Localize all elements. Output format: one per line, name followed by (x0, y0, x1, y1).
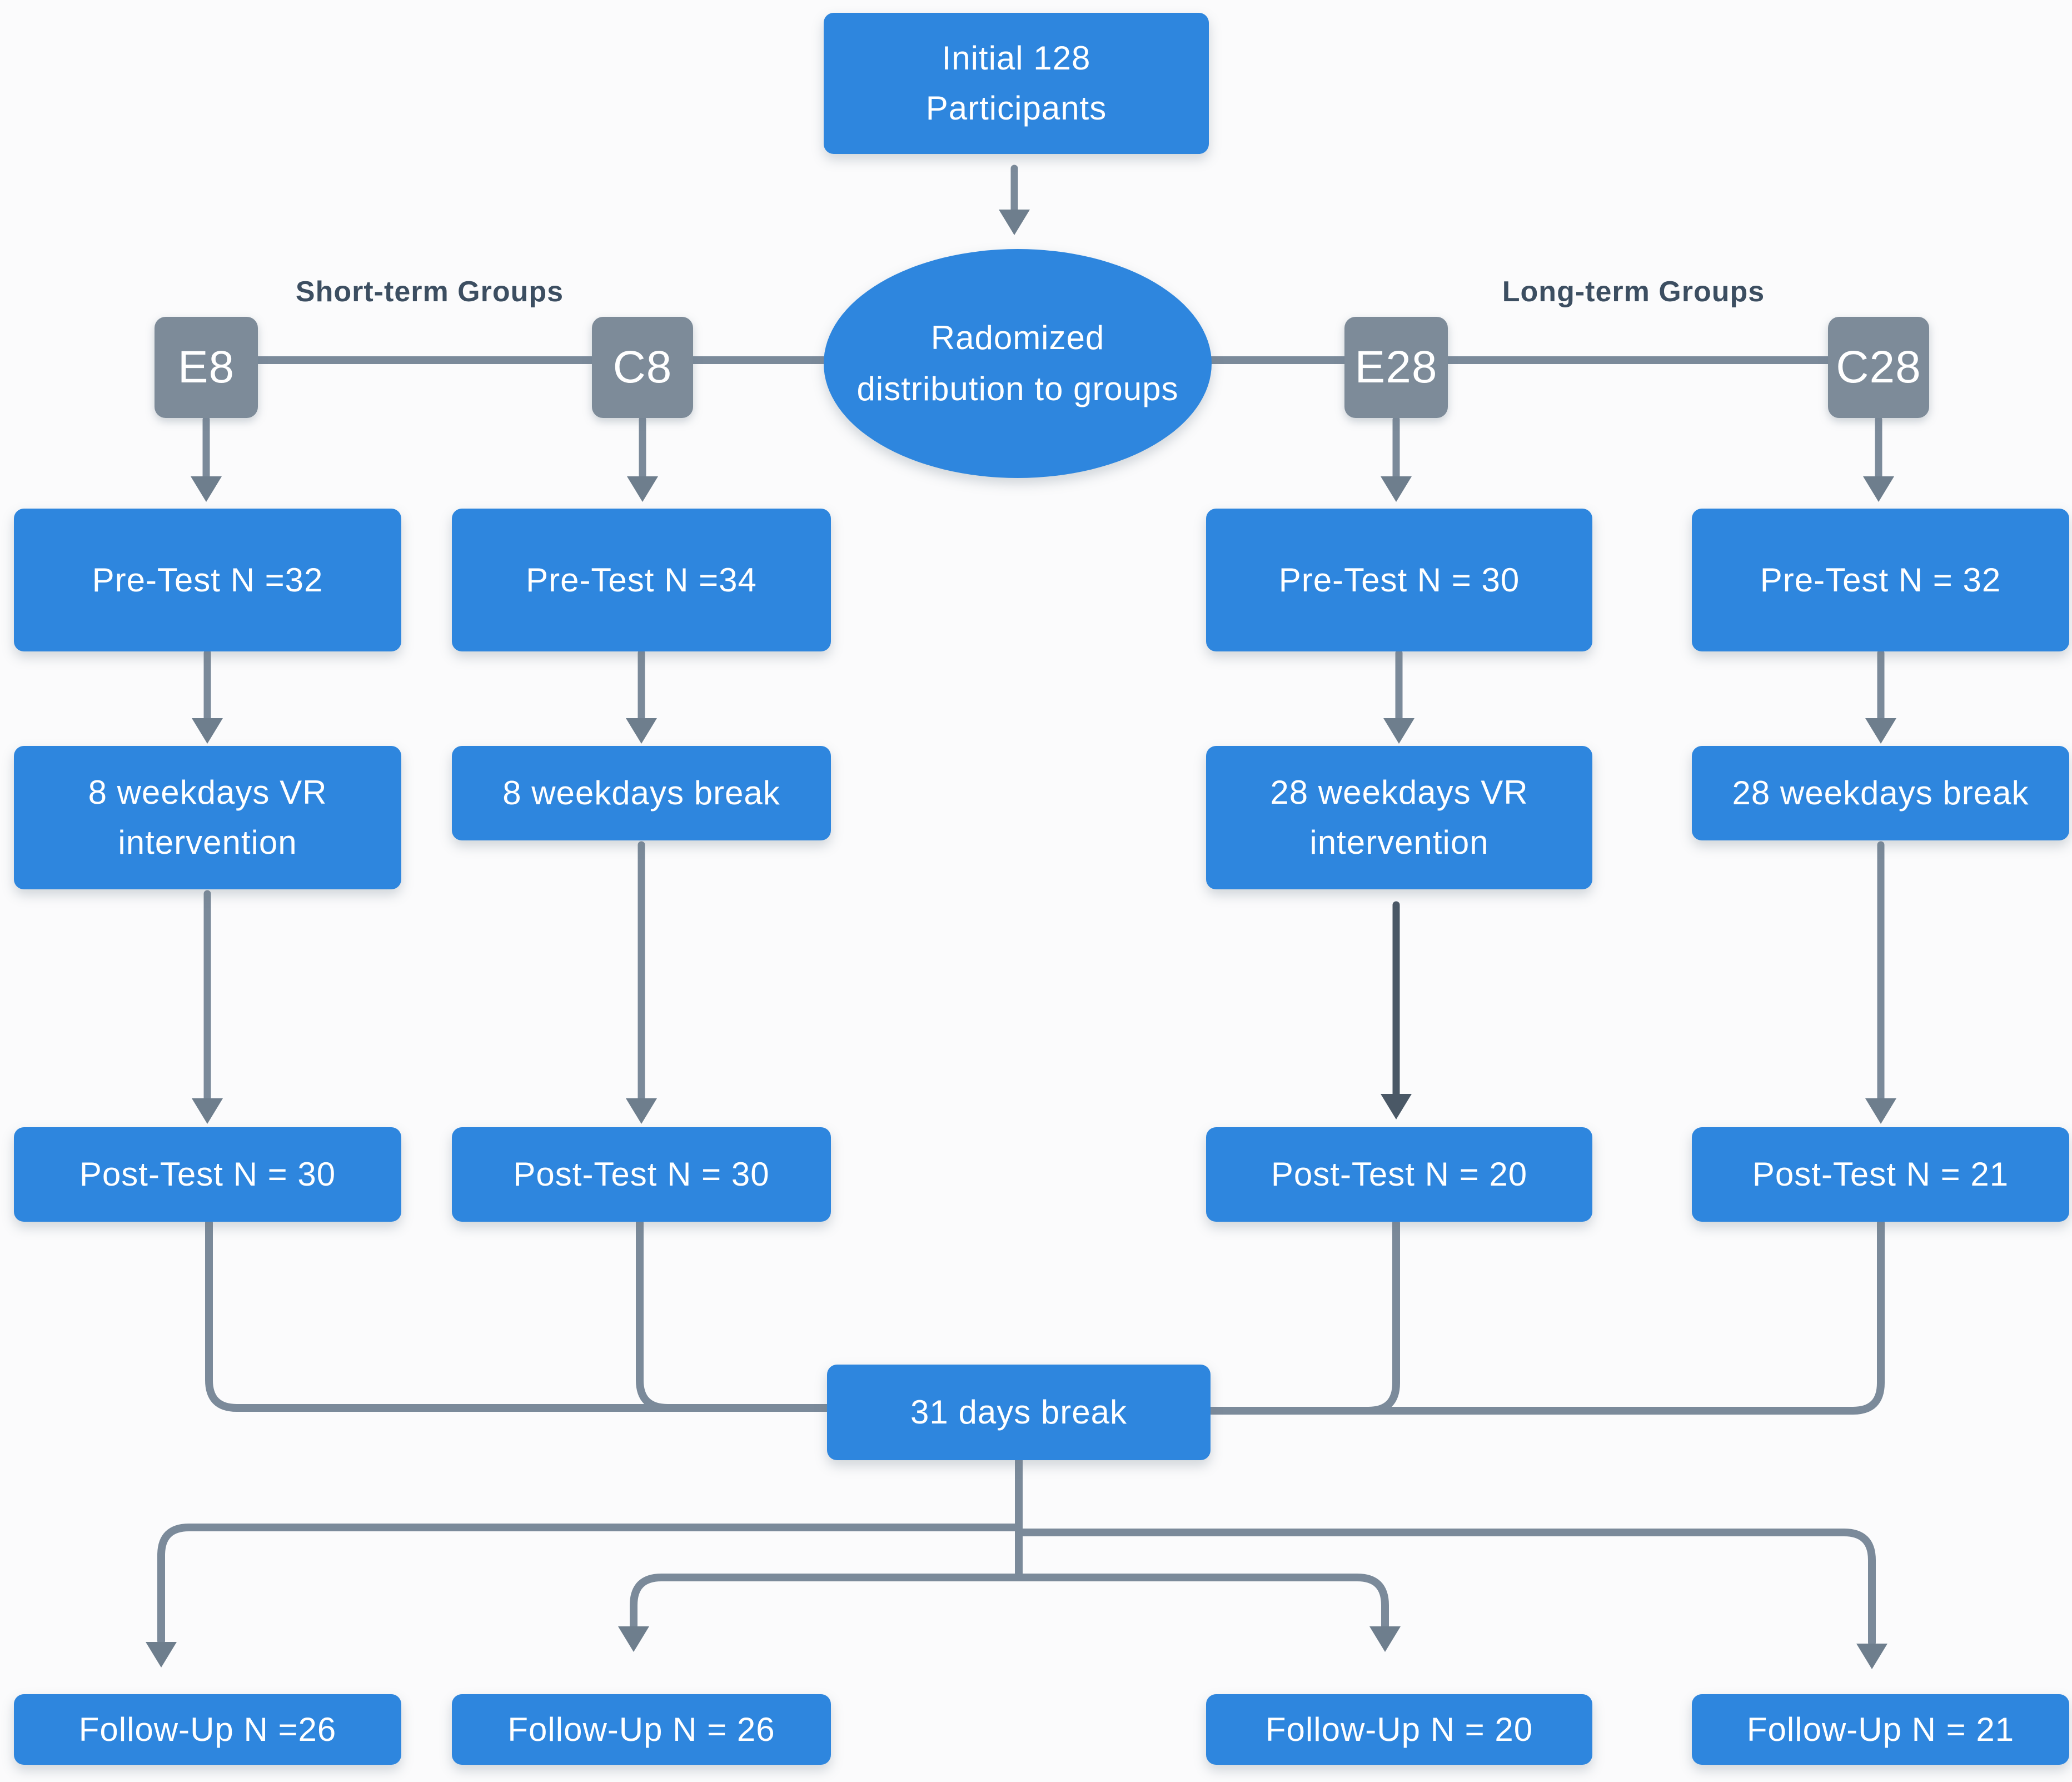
arrowhead-icon (1383, 718, 1414, 744)
split-outer-right (1015, 1529, 1876, 1646)
node-intervention-e28: 28 weekdays VR intervention (1206, 746, 1592, 889)
arrowhead-icon (146, 1642, 177, 1667)
group-square-c8: C8 (592, 317, 693, 418)
node-post-test-c8: Post-Test N = 30 (452, 1127, 831, 1222)
node-initial-participants: Initial 128 Participants (824, 13, 1209, 154)
node-follow-up-c28: Follow-Up N = 21 (1692, 1694, 2069, 1765)
node-post-test-e28: Post-Test N = 20 (1206, 1127, 1592, 1222)
arrowhead-icon (1381, 476, 1412, 502)
node-pre-test-c8: Pre-Test N =34 (452, 509, 831, 651)
intervention-e28-line2: intervention (1309, 824, 1489, 861)
node-pre-test-c28: Pre-Test N = 32 (1692, 509, 2069, 651)
arrowhead-icon (1865, 718, 1896, 744)
arrowhead-icon (626, 1098, 657, 1124)
arrowhead-icon (1856, 1644, 1887, 1669)
group-square-e8: E8 (155, 317, 258, 418)
intervention-e8-line1: 8 weekdays VR (88, 774, 327, 811)
split-inner-right (1015, 1574, 1389, 1630)
node-pre-test-e8: Pre-Test N =32 (14, 509, 401, 651)
arrowhead-icon (1865, 1098, 1896, 1124)
arrowhead-icon (192, 1098, 223, 1124)
node-follow-up-e8: Follow-Up N =26 (14, 1694, 401, 1765)
arrowhead-icon (627, 476, 658, 502)
short-term-groups-label: Short-term Groups (295, 276, 564, 308)
merge-e28 (1202, 1219, 1400, 1415)
node-initial-line1: Initial 128 (942, 39, 1091, 77)
node-randomization-line2: distribution to groups (856, 370, 1179, 407)
group-square-e28: E28 (1344, 317, 1448, 418)
arrowhead-icon (191, 476, 222, 502)
node-intervention-e8: 8 weekdays VR intervention (14, 746, 401, 889)
arrowhead-icon (999, 210, 1030, 235)
node-break-c8: 8 weekdays break (452, 746, 831, 840)
long-term-groups-label: Long-term Groups (1502, 276, 1765, 308)
group-square-c28: C28 (1828, 317, 1929, 418)
node-follow-up-e28: Follow-Up N = 20 (1206, 1694, 1592, 1765)
intervention-e8-line2: intervention (118, 824, 297, 861)
merge-c28 (1202, 1219, 1885, 1415)
arrowhead-icon (618, 1626, 649, 1652)
node-post-test-e8: Post-Test N = 30 (14, 1127, 401, 1222)
node-break-c28: 28 weekdays break (1692, 746, 2069, 840)
merge-e8 (205, 1219, 838, 1412)
intervention-e28-line1: 28 weekdays VR (1270, 774, 1528, 811)
node-follow-up-c8: Follow-Up N = 26 (452, 1694, 831, 1765)
node-randomization: Radomized distribution to groups (824, 249, 1212, 478)
node-pre-test-e28: Pre-Test N = 30 (1206, 509, 1592, 651)
split-outer-left (157, 1524, 1023, 1645)
split-inner-left (630, 1574, 1023, 1630)
node-post-test-c28: Post-Test N = 21 (1692, 1127, 2069, 1222)
arrowhead-icon (1863, 476, 1894, 502)
arrowhead-icon (626, 718, 657, 744)
node-randomization-line1: Radomized (930, 319, 1105, 356)
merge-c8 (636, 1219, 838, 1412)
arrowhead-icon (1369, 1626, 1401, 1652)
node-31-days-break: 31 days break (827, 1365, 1211, 1460)
node-initial-line2: Participants (925, 89, 1107, 127)
arrowhead-icon (1381, 1094, 1412, 1119)
arrowhead-icon (192, 718, 223, 744)
